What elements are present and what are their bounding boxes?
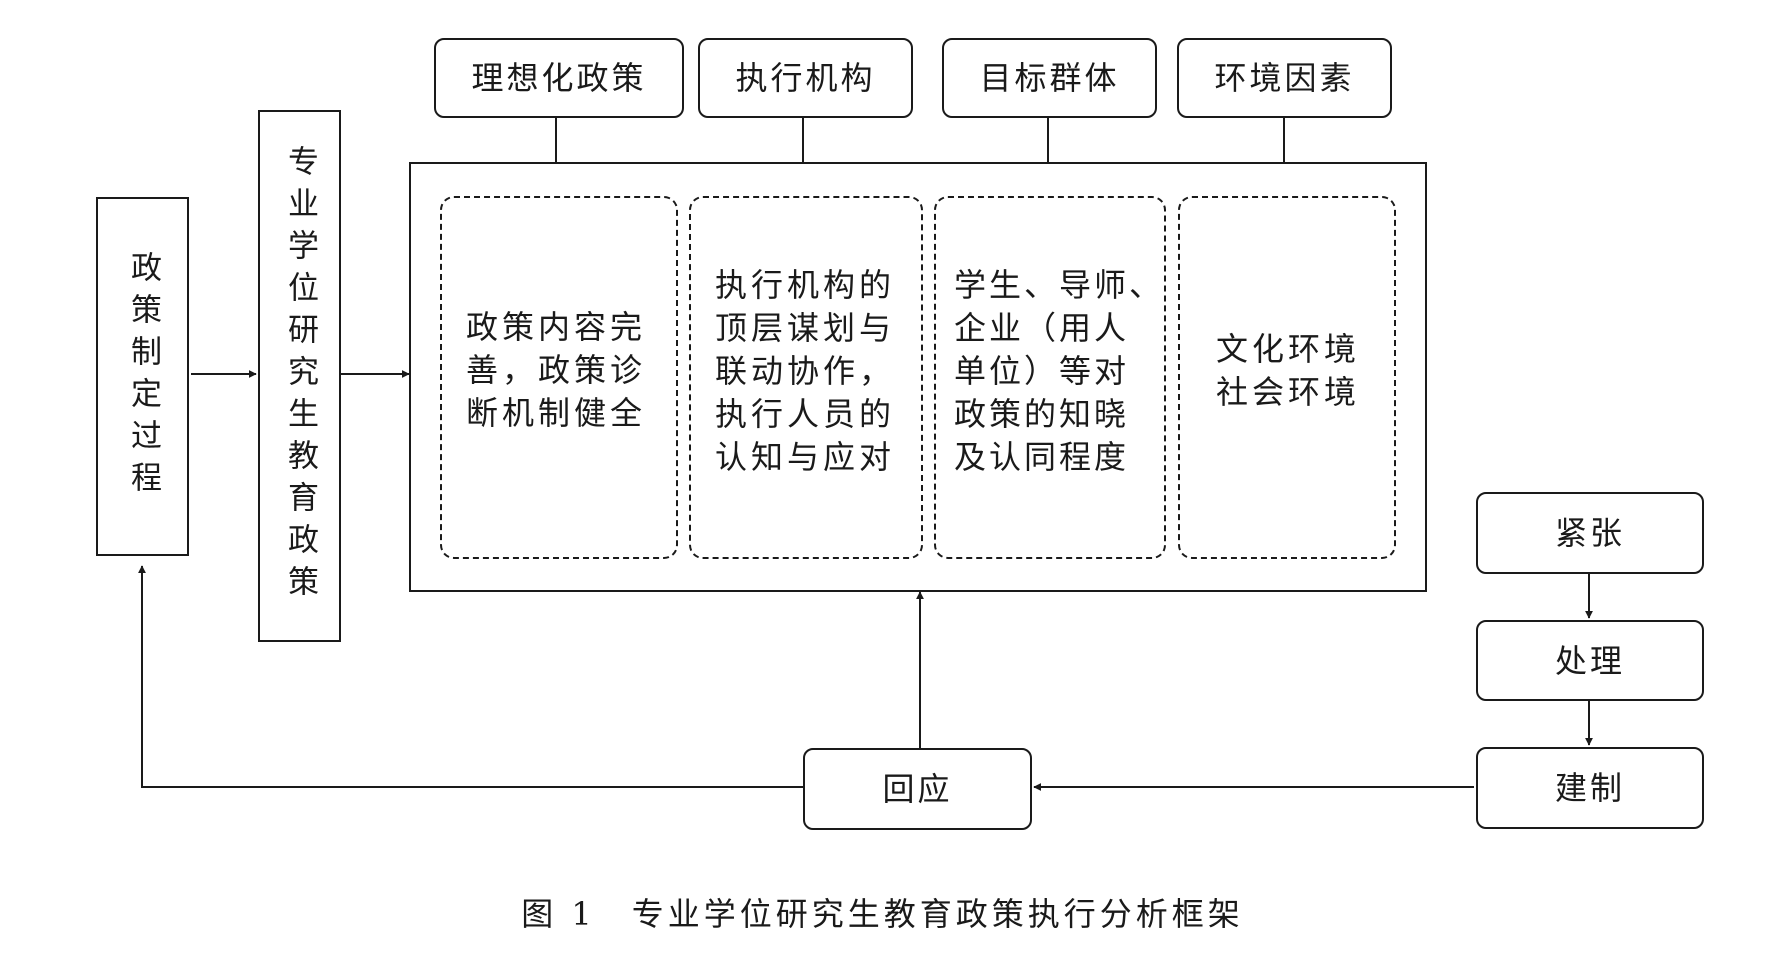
column-target-group-text: 学生、导师、 企业（用人 单位）等对 政策的知晓 及认同程度	[954, 266, 1165, 476]
response-label: 回应	[882, 770, 953, 808]
header-target-group-label: 目标群体	[979, 59, 1120, 97]
arrow-response-to-process	[138, 565, 803, 788]
header-ideal-policy: 理想化政策	[434, 38, 684, 118]
header-environment-factors-label: 环境因素	[1214, 59, 1355, 97]
column-target-group: 学生、导师、 企业（用人 单位）等对 政策的知晓 及认同程度	[934, 196, 1166, 559]
header-executing-agency-label: 执行机构	[735, 59, 876, 97]
column-environment-factors: 文化环境 社会环境	[1178, 196, 1396, 559]
header-environment-factors: 环境因素	[1177, 38, 1392, 118]
tension-box: 紧张	[1476, 492, 1704, 574]
header-target-group: 目标群体	[942, 38, 1157, 118]
professional-degree-policy-box: 专业学位研究生教育政策	[258, 110, 341, 642]
header-ideal-policy-label: 理想化政策	[471, 59, 647, 97]
handle-box: 处理	[1476, 620, 1704, 701]
column-executing-agency: 执行机构的 顶层谋划与 联动协作， 执行人员的 认知与应对	[689, 196, 923, 559]
policy-making-process-box: 政策制定过程	[96, 197, 189, 556]
figure-caption: 图 1 专业学位研究生教育政策执行分析框架	[521, 895, 1244, 933]
professional-degree-policy-label: 专业学位研究生教育政策	[282, 145, 318, 607]
policy-making-process-label: 政策制定过程	[125, 250, 161, 503]
tension-label: 紧张	[1554, 514, 1625, 552]
establish-label: 建制	[1554, 769, 1625, 807]
column-ideal-policy-text: 政策内容完 善，政策诊 断机制健全	[466, 308, 647, 432]
response-box: 回应	[803, 748, 1032, 830]
framework-box	[409, 162, 1427, 592]
establish-box: 建制	[1476, 747, 1704, 829]
header-executing-agency: 执行机构	[698, 38, 913, 118]
column-environment-factors-text: 文化环境 社会环境	[1216, 330, 1361, 411]
handle-label: 处理	[1554, 641, 1625, 680]
column-ideal-policy: 政策内容完 善，政策诊 断机制健全	[440, 196, 678, 559]
column-executing-agency-text: 执行机构的 顶层谋划与 联动协作， 执行人员的 认知与应对	[715, 266, 896, 476]
